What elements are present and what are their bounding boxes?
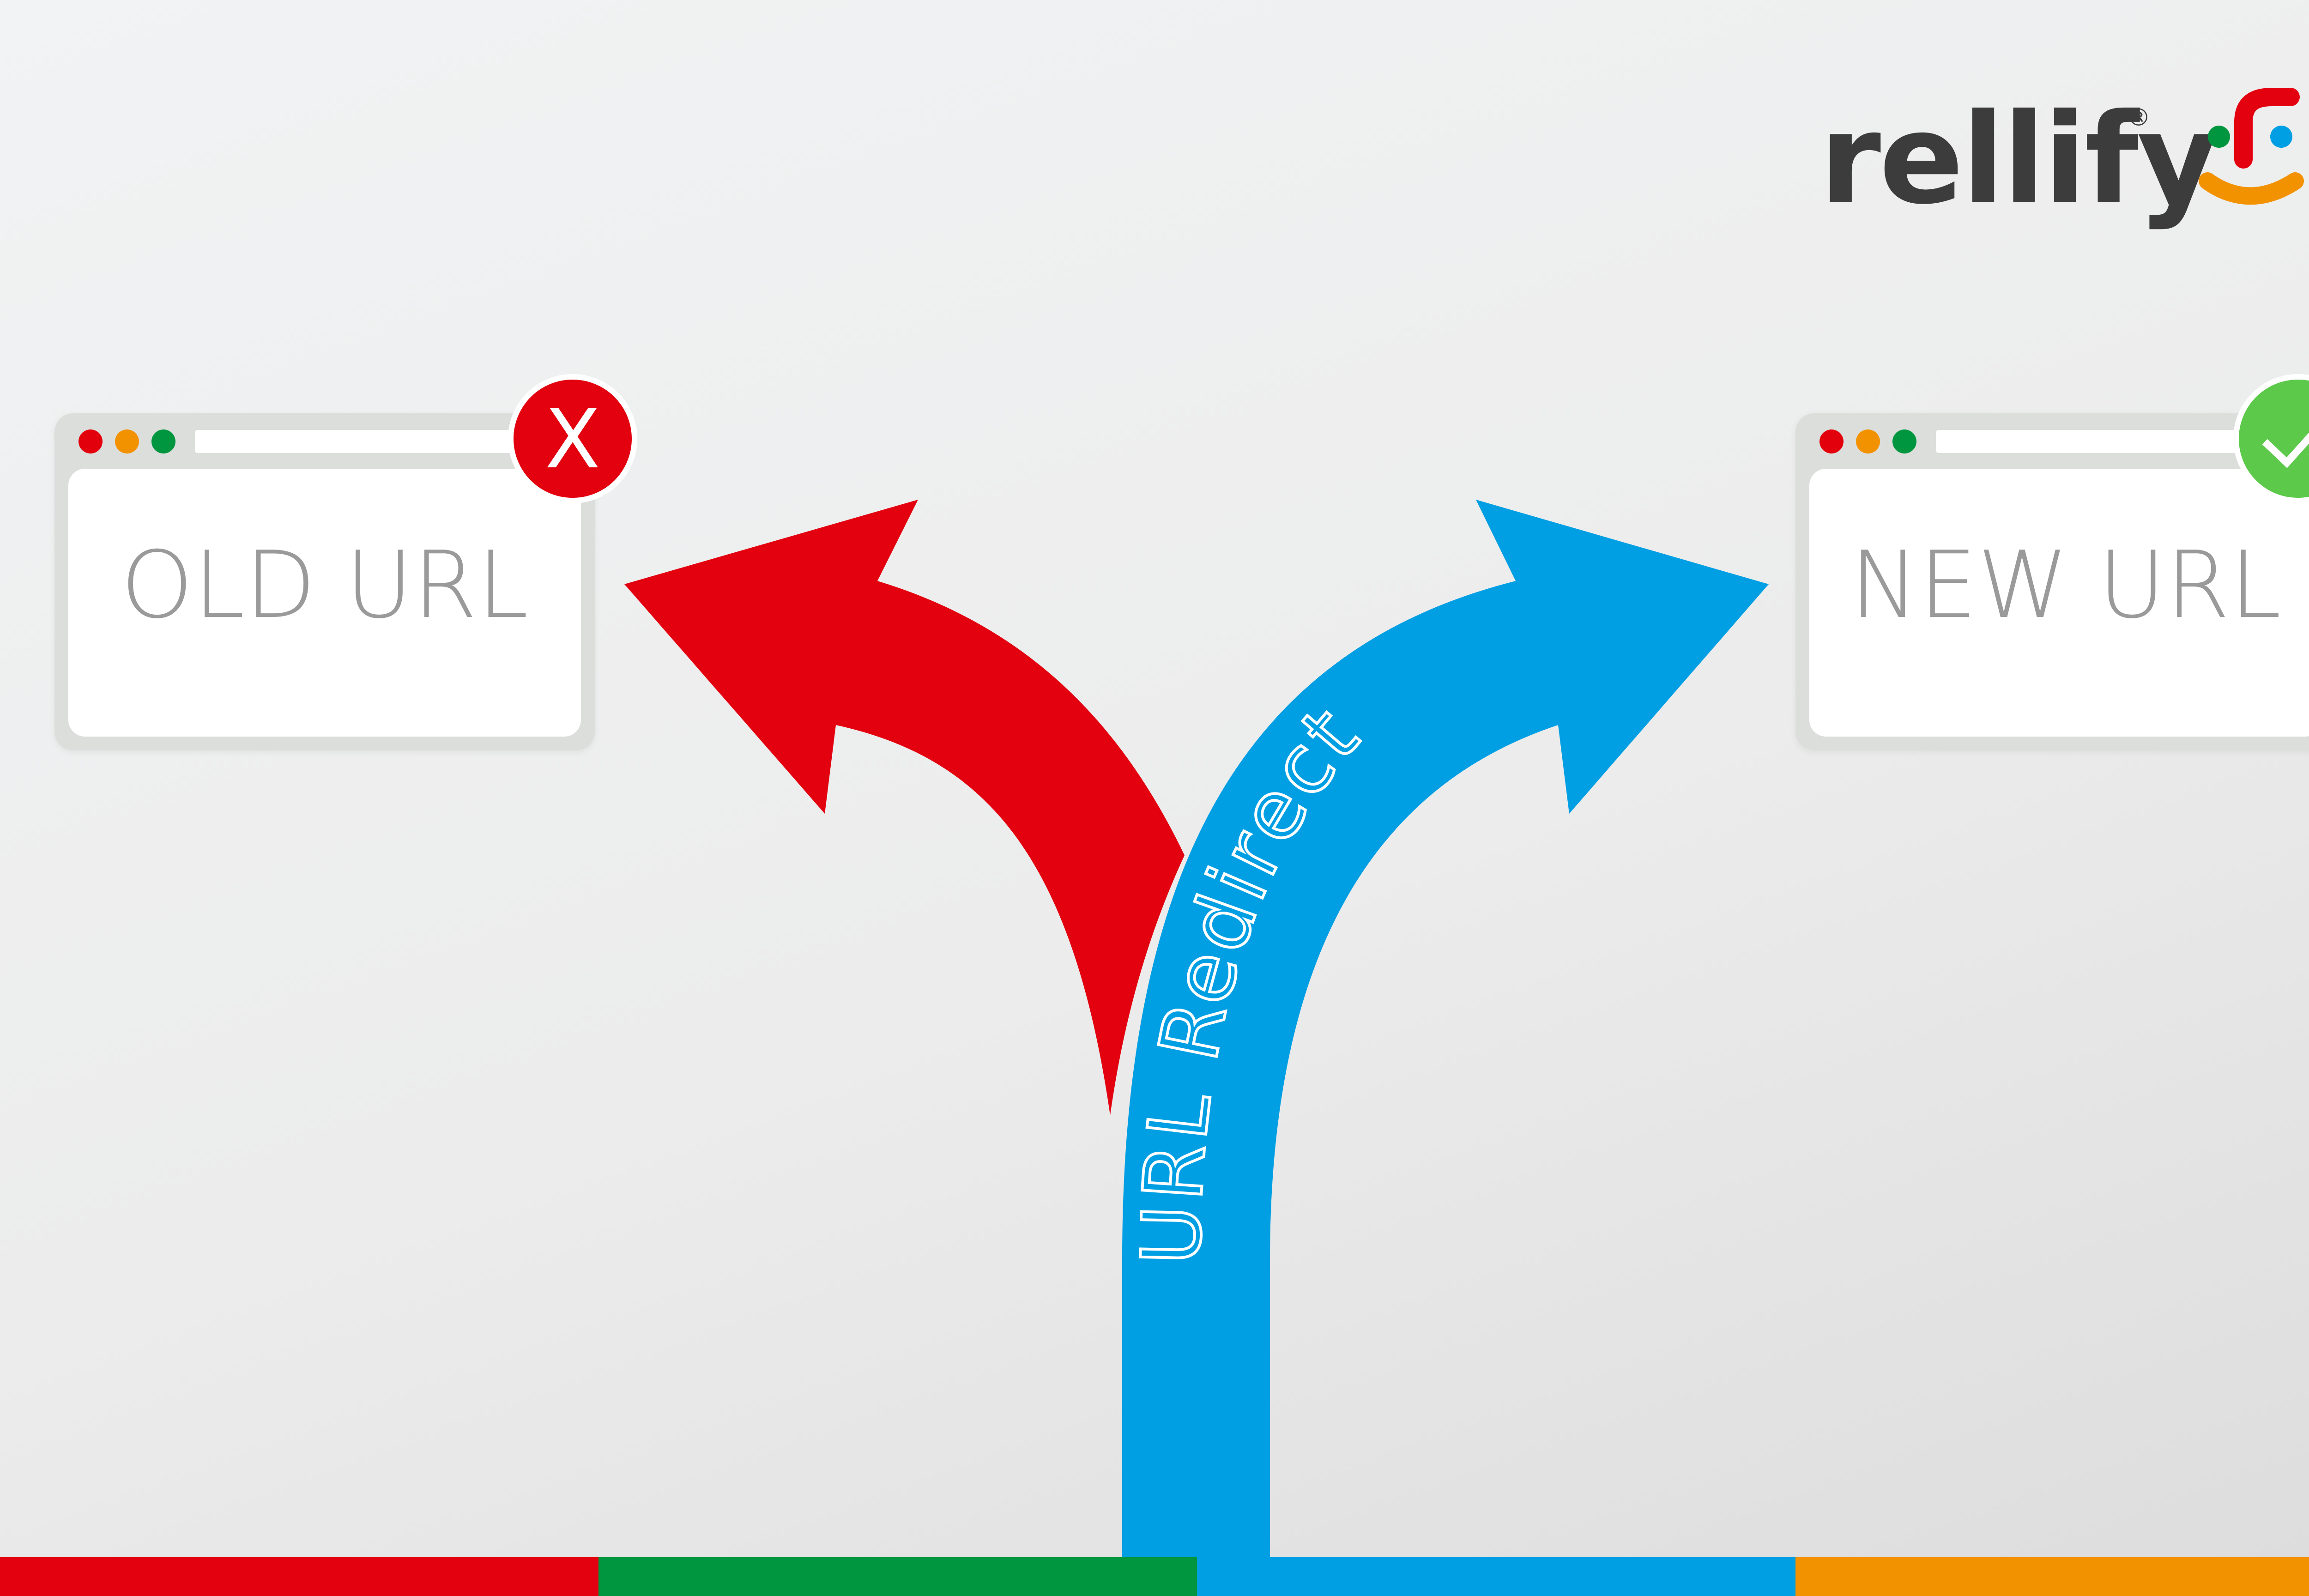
bottom-bar-orange — [1795, 1557, 2309, 1596]
old-url-label: OLD URL — [121, 532, 528, 639]
checkmark-icon — [2262, 432, 2309, 468]
old-url-arrow — [624, 500, 1185, 1115]
old-url-address-bar — [195, 430, 546, 453]
window-dot-orange — [1856, 429, 1880, 453]
window-dot-red — [1819, 429, 1844, 453]
window-dot-green — [151, 429, 175, 453]
old-url-status-badge: X — [508, 374, 637, 503]
bottom-color-bar — [0, 1557, 2309, 1596]
bottom-bar-blue — [1197, 1557, 1795, 1596]
logo-smiley-icon — [2199, 88, 2304, 205]
redirect-arrow — [1122, 500, 1769, 1557]
window-dot-green — [1892, 429, 1916, 453]
new-url-window: NEW URL — [1795, 413, 2309, 750]
old-url-window: OLD URL — [54, 413, 595, 750]
bottom-bar-red — [0, 1557, 598, 1596]
new-url-address-bar — [1936, 430, 2287, 453]
logo-registered-mark: ® — [2127, 104, 2151, 132]
new-url-label: NEW URL — [1850, 532, 2281, 639]
window-dot-red — [79, 429, 103, 453]
rellify-logo: rellify ® — [1819, 86, 2304, 232]
new-url-status-badge — [2233, 374, 2309, 503]
x-icon: X — [545, 392, 601, 487]
logo-wordmark: rellify — [1819, 86, 2217, 232]
window-dot-orange — [115, 429, 139, 453]
bottom-bar-green — [598, 1557, 1197, 1596]
